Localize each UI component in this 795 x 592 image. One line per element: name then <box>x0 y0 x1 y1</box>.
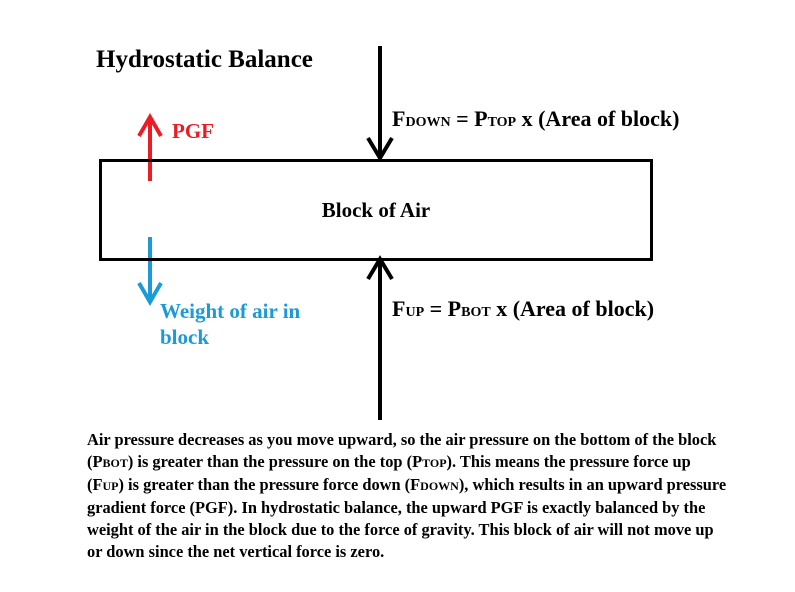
explanation-part-4: ) is greater than the pressure force dow… <box>118 475 421 494</box>
explanation-sub-top: TOP <box>422 456 447 470</box>
force-up-arrow <box>366 255 394 420</box>
force-down-equation: FDOWN = PTOP x (Area of block) <box>392 106 679 132</box>
force-down-subscript: DOWN <box>405 115 451 130</box>
weight-label: Weight of air in block <box>160 299 301 349</box>
force-up-symbol: F <box>392 296 406 321</box>
explanation-part-2: ) is greater than the pressure on the to… <box>127 452 423 471</box>
explanation-sub-up: UP <box>102 479 119 493</box>
air-block: Block of Air <box>99 159 653 261</box>
force-down-eq-sign: = <box>450 106 475 131</box>
force-down-symbol: F <box>392 106 406 131</box>
force-down-rest: x (Area of block) <box>516 106 680 131</box>
pressure-top-symbol: P <box>474 106 488 131</box>
pressure-bot-subscript: BOT <box>461 305 491 320</box>
explanation-sub-bot: BOT <box>102 456 128 470</box>
pressure-bot-symbol: P <box>447 296 462 321</box>
weight-arrow <box>137 237 163 306</box>
force-up-eq-sign: = <box>424 296 448 321</box>
air-block-label: Block of Air <box>321 197 431 222</box>
explanation-sub-down: DOWN <box>420 479 459 493</box>
force-up-subscript: UP <box>405 305 425 320</box>
explanation-part-5: ), which results in an upward pressure g… <box>87 475 727 561</box>
pgf-label: PGF <box>172 119 214 143</box>
diagram-title: Hydrostatic Balance <box>96 46 313 73</box>
explanation-part-3: ). This means the pressure force up (F <box>87 452 691 494</box>
explanation-paragraph: Air pressure decreases as you move upwar… <box>87 429 727 563</box>
force-up-rest: x (Area of block) <box>490 296 655 321</box>
pgf-arrow <box>137 113 163 181</box>
force-up-equation: FUP = PBOT x (Area of block) <box>392 296 654 322</box>
force-down-arrow <box>366 46 394 162</box>
explanation-part-1: Air pressure decreases as you move upwar… <box>87 430 717 471</box>
pressure-top-subscript: TOP <box>487 115 517 130</box>
